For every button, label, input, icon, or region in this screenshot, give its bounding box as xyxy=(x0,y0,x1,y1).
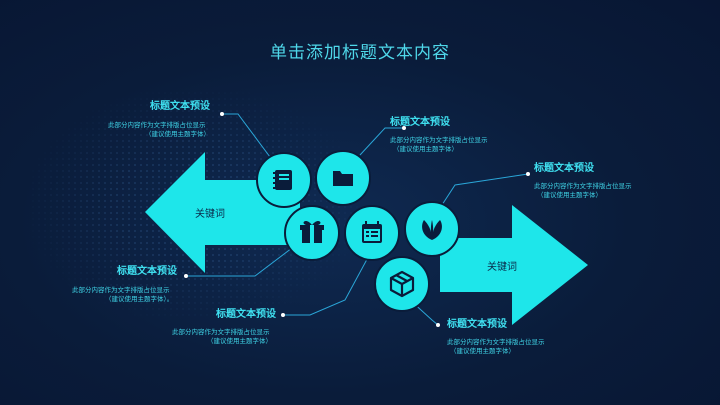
block-6-title[interactable]: 标题文本预设 xyxy=(447,319,507,330)
notebook-icon xyxy=(273,170,292,190)
block-6-desc-line1: 此部分内容作为文字排版占位显示 xyxy=(447,338,545,346)
block-5-title[interactable]: 标题文本预设 xyxy=(216,309,276,320)
block-5-desc-line2: （建议使用主题字体） xyxy=(207,337,272,345)
block-1-desc-line2: （建议使用主题字体） xyxy=(145,130,210,138)
connector-dot-1 xyxy=(220,112,224,116)
connector-dot-2 xyxy=(402,126,406,130)
block-4-title[interactable]: 标题文本预设 xyxy=(117,266,177,277)
connector-dot-3 xyxy=(526,172,530,176)
block-5-desc-line1: 此部分内容作为文字排版占位显示 xyxy=(172,328,270,336)
connector-line-1 xyxy=(222,113,271,158)
block-1-title[interactable]: 标题文本预设 xyxy=(150,101,210,112)
connector-line-2 xyxy=(359,127,404,156)
right-arrow xyxy=(440,205,588,325)
block-2-desc-line1: 此部分内容作为文字排版占位显示 xyxy=(390,136,488,144)
block-6-desc-line2: （建议使用主题字体） xyxy=(450,347,515,355)
gift-icon xyxy=(300,220,324,243)
left-arrow-label[interactable]: 关键词 xyxy=(195,209,225,220)
connector-line-3 xyxy=(439,173,529,209)
block-3-desc-line1: 此部分内容作为文字排版占位显示 xyxy=(534,182,632,190)
block-4-desc-line2: （建议使用主题字体）。 xyxy=(105,295,174,303)
box-icon xyxy=(389,270,415,298)
block-3-desc-line2: （建议使用主题字体） xyxy=(537,191,602,199)
connector-line-4 xyxy=(186,247,293,277)
connector-dot-4 xyxy=(184,274,188,278)
slide-title[interactable]: 单击添加标题文本内容 xyxy=(270,43,450,63)
block-2-title[interactable]: 标题文本预设 xyxy=(390,117,450,128)
connector-line-5 xyxy=(283,249,373,316)
folder-icon xyxy=(333,171,353,186)
block-3-title[interactable]: 标题文本预设 xyxy=(534,163,594,174)
connector-dot-5 xyxy=(281,313,285,317)
block-1-desc-line1: 此部分内容作为文字排版占位显示 xyxy=(108,121,206,129)
block-4-desc-line1: 此部分内容作为文字排版占位显示 xyxy=(72,286,170,294)
right-arrow-label[interactable]: 关键词 xyxy=(487,262,517,273)
block-2-desc-line2: （建议使用主题字体） xyxy=(393,145,458,153)
leaf-icon xyxy=(422,220,442,240)
calendar-icon xyxy=(362,221,382,243)
connector-dot-6 xyxy=(436,323,440,327)
